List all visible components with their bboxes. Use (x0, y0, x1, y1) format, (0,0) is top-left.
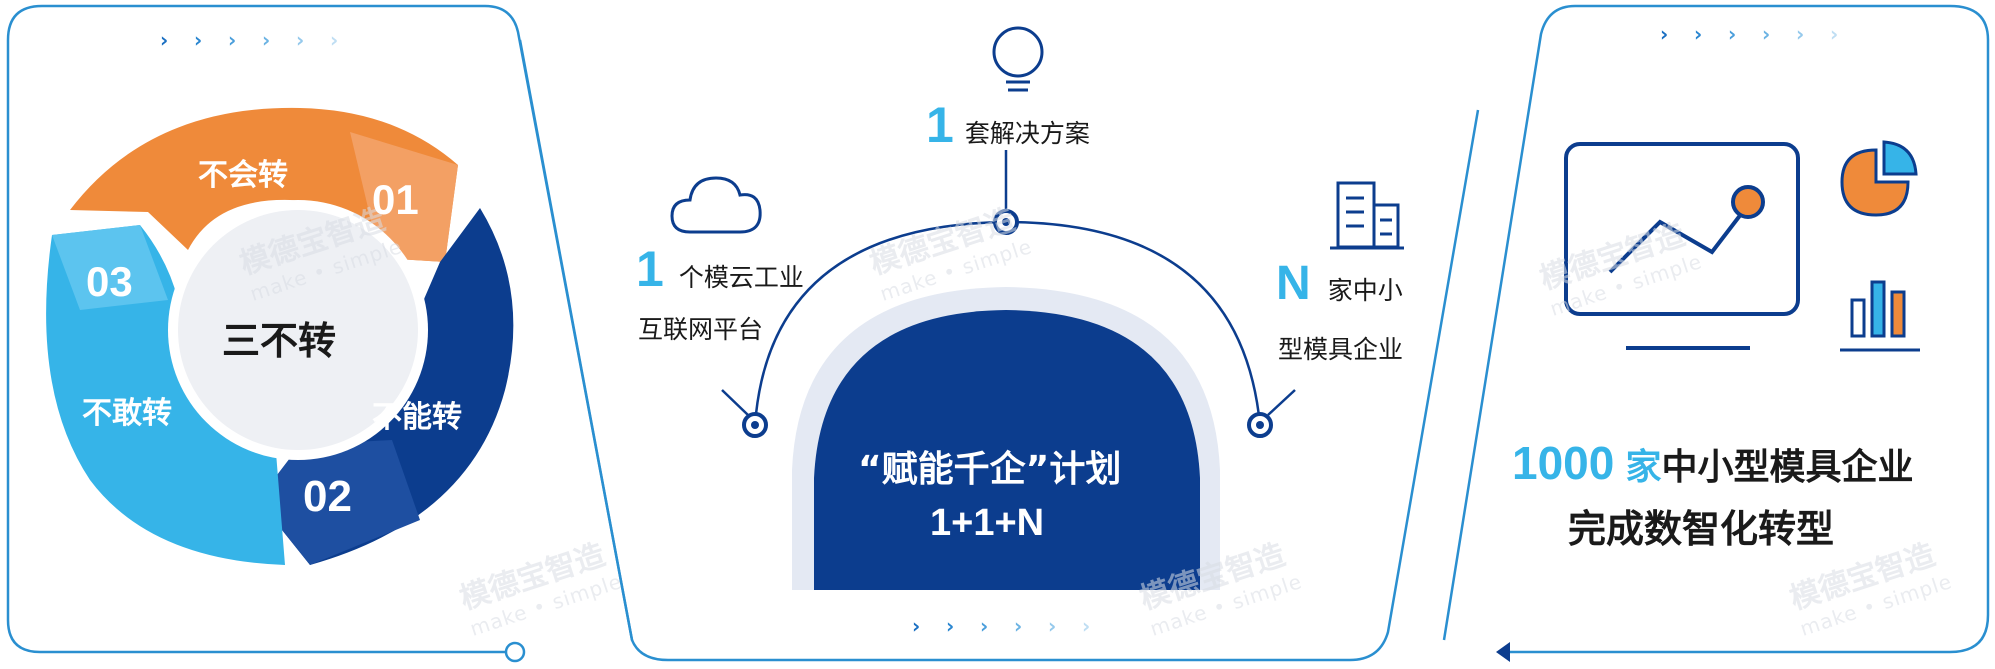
segment-label-1: 不会转 (198, 158, 288, 193)
chevron-right-icon: › (1694, 22, 1703, 46)
summary-unit: 家 (1625, 447, 1662, 488)
chevron-right-icon: › (980, 614, 989, 638)
segment-label-2: 不能转 (372, 400, 462, 435)
dome-inner (814, 310, 1200, 590)
segment-number-3: 03 (86, 258, 133, 305)
chevron-right-icon: › (194, 28, 203, 52)
plan-title: “赋能千企”计划 (858, 449, 1122, 490)
cycle-diagram (46, 107, 514, 565)
chevron-right-icon: › (1830, 22, 1839, 46)
segment-dark-blue-highlight (258, 440, 420, 565)
monitor-trend-point (1731, 185, 1765, 219)
chevron-right-icon: › (228, 28, 237, 52)
middle-panel-frame (518, 39, 1480, 662)
chevron-right-icon: › (160, 28, 169, 52)
summary-line-1: 1000 家中小型模具企业 (1512, 436, 1913, 490)
building-icon (1330, 181, 1404, 250)
summary-line-2: 完成数智化转型 (1568, 507, 1835, 551)
arc-node-left-dot (751, 421, 759, 429)
chevron-right-icon: › (912, 614, 921, 638)
bar-chart-icon (1840, 280, 1920, 352)
segment-number-1: 01 (372, 176, 419, 223)
chevron-right-icon: › (296, 28, 305, 52)
segment-label-3: 不敢转 (82, 396, 172, 431)
right-item-number: N (1276, 257, 1311, 310)
arc-node-top-dot (1002, 218, 1010, 226)
pie-chart-icon (1840, 148, 1910, 217)
right-item-line1: 家中小 (1327, 276, 1403, 305)
right-item: N 家中小 (1276, 256, 1403, 311)
left-panel-frame (6, 4, 634, 654)
dashboard-graphic (1564, 140, 1920, 352)
left-item-line2: 互联网平台 (638, 315, 764, 344)
segment-light-blue-highlight (52, 225, 168, 310)
plan-diagram (670, 26, 1404, 590)
chevron-right-icon: › (1796, 22, 1805, 46)
summary-line-1-rest: 中小型模具企业 (1661, 447, 1914, 488)
arrow-left-icon (1496, 642, 1510, 662)
segment-number-2: 02 (303, 472, 352, 521)
chevron-right-icon: › (262, 28, 271, 52)
chevron-right-icon: › (1048, 614, 1057, 638)
chevron-right-icon: › (946, 614, 955, 638)
chevron-right-icon: › (1014, 614, 1023, 638)
center-circle (178, 210, 418, 450)
chevron-right-icon: › (1762, 22, 1771, 46)
cycle-center-label: 三不转 (222, 319, 337, 363)
left-item-number: 1 (636, 241, 664, 297)
monitor-chart-icon (1564, 142, 1800, 316)
right-item-line2: 型模具企业 (1278, 335, 1404, 364)
chevron-right-icon: › (1082, 614, 1091, 638)
chevron-right-icon: › (1728, 22, 1737, 46)
arc-tick-right (1267, 389, 1296, 416)
segment-light-blue (46, 225, 285, 565)
arc-node-right-dot (1256, 421, 1264, 429)
summary-count: 1000 (1512, 437, 1615, 489)
pie-slice (1882, 140, 1918, 176)
plan-formula: 1+1+N (930, 502, 1045, 544)
left-frame-end-circle (504, 641, 526, 663)
right-panel-frame (1442, 4, 1990, 654)
arc-tick-left (721, 389, 749, 416)
lightbulb-icon (992, 26, 1044, 92)
chevron-right-icon: › (1660, 22, 1669, 46)
left-item-line1: 个模云工业 (678, 263, 804, 292)
chevron-right-icon: › (330, 28, 339, 52)
cloud-icon (670, 176, 762, 234)
top-item-number: 1 (926, 97, 954, 153)
monitor-trend-line (1608, 203, 1750, 274)
left-item: 1 个模云工业 (636, 240, 804, 298)
top-item: 1 套解决方案 (926, 96, 1090, 154)
top-item-text: 套解决方案 (964, 119, 1090, 148)
